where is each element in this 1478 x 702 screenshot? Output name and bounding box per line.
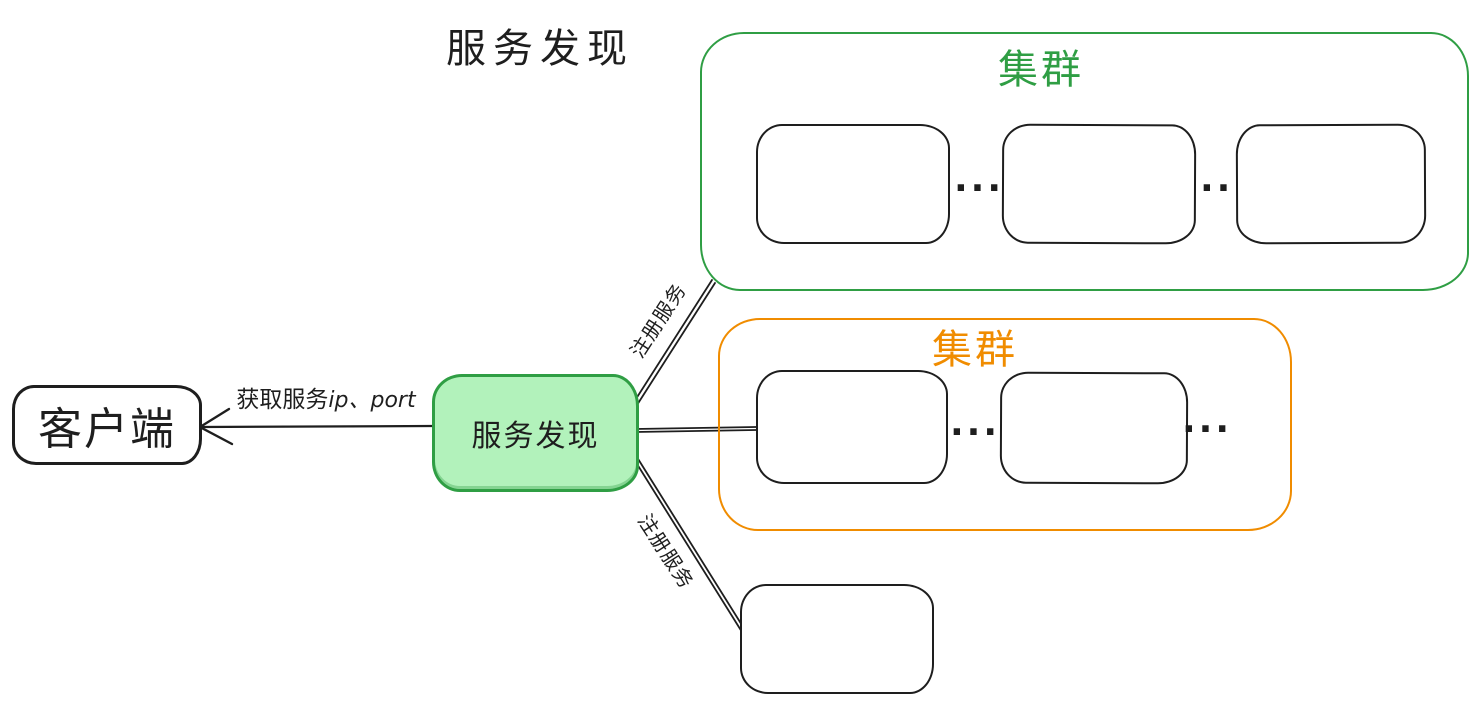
cluster-green: 集群 ... ... <box>700 32 1469 291</box>
cluster-green-node-3 <box>1235 123 1427 245</box>
edge-get-service-label: 获取服务ip、port <box>226 386 426 414</box>
diagram-title: 服务发现 <box>446 27 634 71</box>
discovery-node: 服务发现 <box>432 374 639 492</box>
cluster-green-node-1 <box>756 124 950 244</box>
cluster-orange-node-1 <box>756 370 948 484</box>
client-node-label: 客户端 <box>38 405 176 454</box>
edge-register-bottom <box>631 453 746 633</box>
ellipsis-dots: ... <box>954 159 1005 200</box>
edge-cluster-link <box>633 426 757 433</box>
cluster-orange-label: 集群 <box>932 328 1018 372</box>
edge-get-service-label-latin: ip、port <box>328 388 416 413</box>
standalone-node <box>740 584 934 694</box>
cluster-green-node-2 <box>1001 123 1197 245</box>
edge-get-service-label-cn: 获取服务 <box>236 386 329 412</box>
edge-get-service <box>197 407 434 446</box>
ellipsis-dots: ... <box>1182 400 1233 441</box>
cluster-green-label: 集群 <box>998 48 1084 92</box>
ellipsis-dots: ... <box>950 403 1001 444</box>
cluster-orange-node-2 <box>999 371 1189 485</box>
discovery-node-label: 服务发现 <box>471 420 600 453</box>
edge-register-top <box>633 279 716 406</box>
cluster-orange: 集群 ... ... <box>718 318 1292 531</box>
client-node: 客户端 <box>12 385 202 465</box>
